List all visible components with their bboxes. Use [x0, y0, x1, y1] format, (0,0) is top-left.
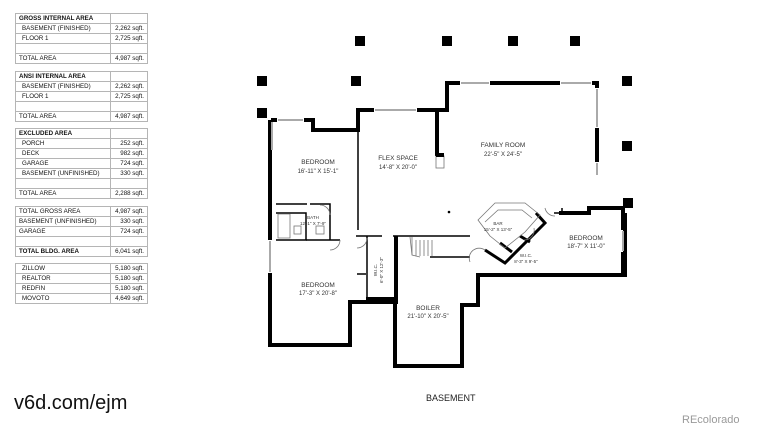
- room-bedroom-1-dims: 16'-11" X 15'-1": [298, 169, 339, 175]
- room-wic-1-dims: 6'-0" X 12'-3": [379, 257, 384, 283]
- room-wic-2-dims: 8'-3" X 9'-5": [514, 259, 538, 264]
- floor-label: BASEMENT: [426, 393, 476, 403]
- room-labels: BEDROOM 16'-11" X 15'-1" FLEX SPACE 14'-…: [298, 142, 605, 320]
- room-family-name: FAMILY ROOM: [481, 142, 526, 149]
- room-flex-dims: 14'-8" X 20'-0": [379, 165, 417, 171]
- room-boiler-name: BOILER: [416, 305, 440, 312]
- room-bedroom-2-dims: 18'-7" X 11'-0": [567, 244, 604, 250]
- wall-segments: [366, 110, 625, 304]
- support-posts: [257, 36, 633, 208]
- room-bar-name: BAR: [493, 221, 503, 226]
- row-value: 4,649 sqft.: [110, 293, 148, 304]
- room-bedroom-3-dims: 17'-3" X 20'-8": [299, 291, 337, 297]
- floor-drain: [447, 210, 451, 214]
- room-bath-name: BATH: [307, 215, 319, 220]
- room-wic-1-name: W.I.C.: [373, 264, 378, 276]
- room-bedroom-2-name: BEDROOM: [569, 235, 603, 242]
- column: [436, 153, 444, 157]
- total-value: 2,288 sqft.: [110, 188, 148, 199]
- room-family-dims: 22'-5" X 24'-5": [484, 152, 522, 158]
- total-value: 4,987 sqft.: [110, 111, 148, 122]
- fixtures: [277, 155, 556, 263]
- total-value: 6,041 sqft.: [110, 246, 148, 257]
- interior-walls: [276, 130, 583, 300]
- gross-internal-area-table: GROSS INTERNAL AREA BASEMENT (FINISHED)2…: [15, 13, 148, 64]
- room-flex-name: FLEX SPACE: [378, 155, 418, 162]
- room-bar-dims: 15'-2" X 13'-5": [484, 227, 513, 232]
- total-value: 4,987 sqft.: [110, 53, 148, 64]
- room-boiler-dims: 21'-10" X 20'-5": [407, 314, 448, 320]
- tour-url: v6d.com/ejm: [14, 392, 128, 414]
- brand-watermark: REcolorado: [682, 414, 740, 426]
- room-bedroom-3-name: BEDROOM: [301, 282, 335, 289]
- ansi-internal-area-table: ANSI INTERNAL AREA BASEMENT (FINISHED)2,…: [15, 71, 148, 122]
- windows: [269, 82, 624, 272]
- room-wic-2-name: W.I.C.: [520, 253, 532, 258]
- room-bedroom-1-name: BEDROOM: [301, 159, 335, 166]
- room-bath-dims: 12'-1" X 7'-9": [300, 221, 326, 226]
